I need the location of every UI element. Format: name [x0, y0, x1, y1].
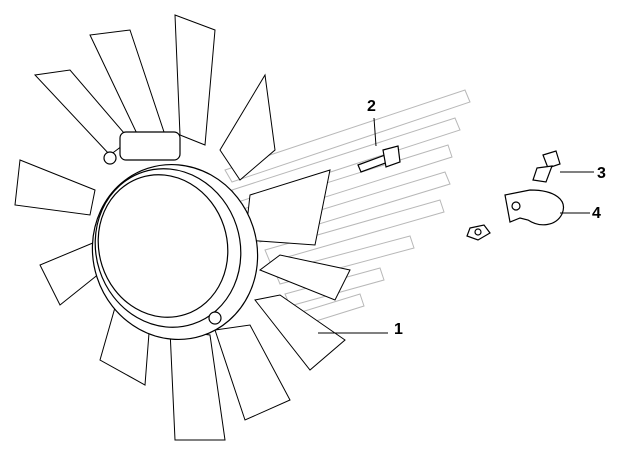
callout-2: 2 — [367, 98, 376, 115]
bolt-part-3 — [532, 150, 594, 183]
clamp-part-4 — [466, 189, 590, 241]
bolt-part-2 — [357, 117, 401, 173]
watermark-logo — [224, 89, 471, 327]
fan-hub — [91, 131, 259, 341]
callout-1: 1 — [394, 321, 403, 338]
callout-3: 3 — [597, 165, 606, 182]
fan-blades — [14, 14, 351, 441]
callout-4: 4 — [592, 205, 601, 222]
